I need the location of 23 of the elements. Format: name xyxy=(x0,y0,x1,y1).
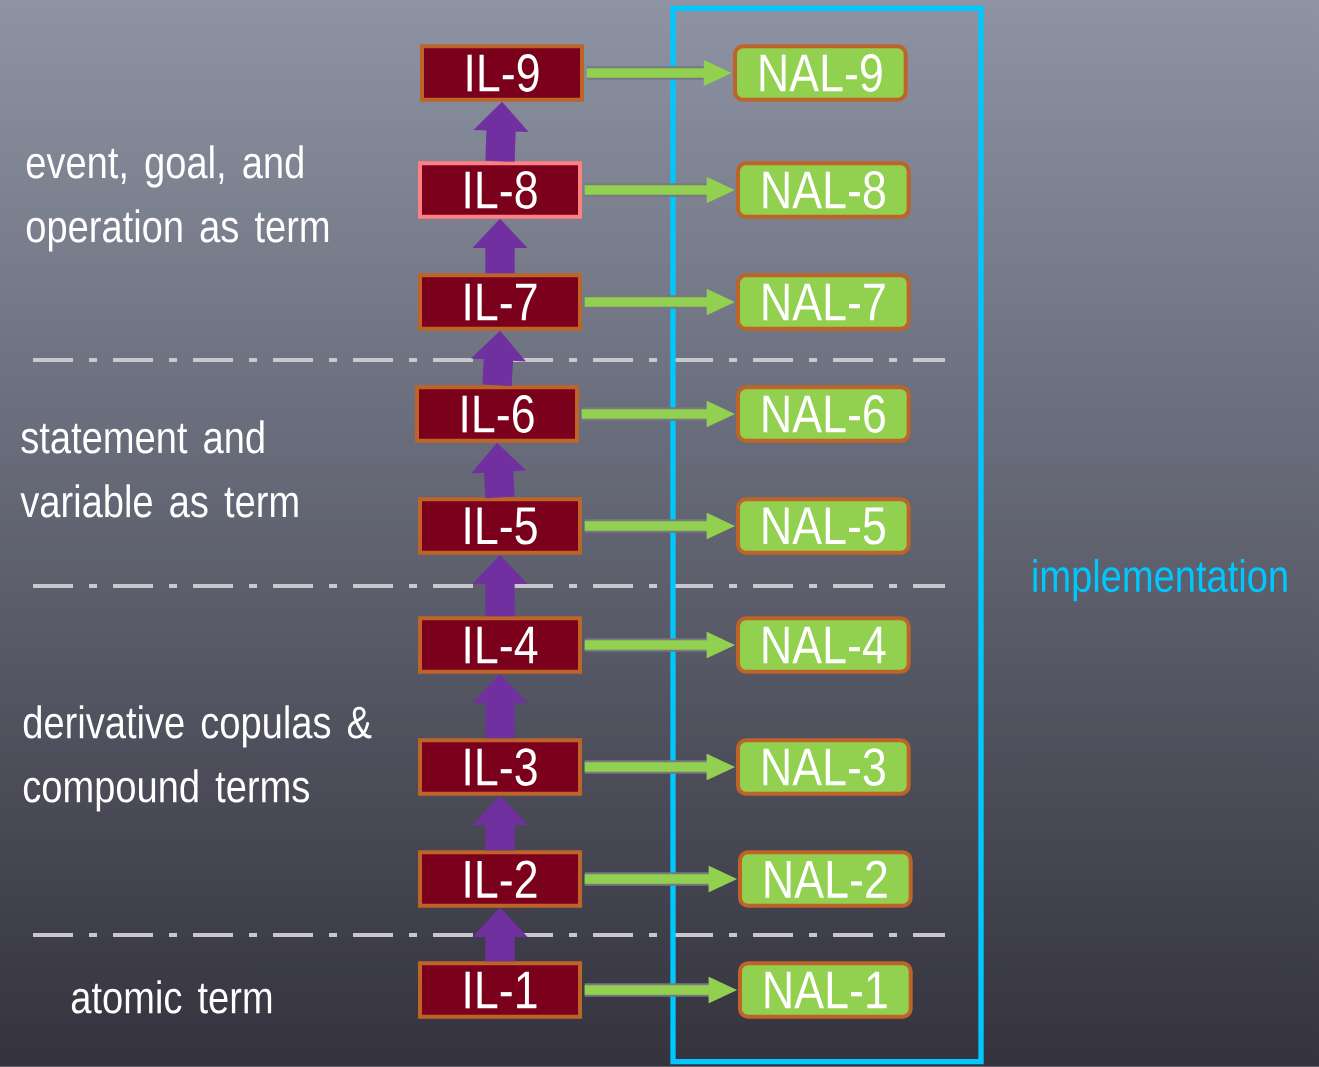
implementation-box: NAL-3 xyxy=(736,738,911,796)
group-label: statement and variable as term xyxy=(20,420,298,518)
level-box: IL-7 xyxy=(418,273,582,331)
level-box: IL-4 xyxy=(418,616,582,674)
level-box: IL-6 xyxy=(415,385,579,443)
level-box: IL-2 xyxy=(418,850,582,908)
node-label: implementation xyxy=(1033,558,1287,602)
implementation-box: NAL-9 xyxy=(733,44,908,102)
level-box: IL-8 xyxy=(418,161,582,219)
implementation-box: NAL-7 xyxy=(736,273,911,331)
implementation-box: NAL-1 xyxy=(738,961,913,1019)
group-label: atomic term xyxy=(71,980,272,1014)
level-box: IL-1 xyxy=(418,961,582,1019)
group-label: derivative copulas & compound terms xyxy=(23,705,372,812)
implementation-box: NAL-5 xyxy=(736,497,911,555)
level-box: IL-9 xyxy=(420,44,584,102)
implementation-box: NAL-8 xyxy=(736,161,911,219)
level-box: IL-5 xyxy=(418,497,582,555)
implementation-box: NAL-4 xyxy=(736,616,911,674)
implementation-box: NAL-6 xyxy=(736,385,911,443)
level-box: IL-3 xyxy=(418,738,582,796)
group-label: event, goal, and operation as term xyxy=(26,145,329,252)
implementation-box: NAL-2 xyxy=(738,850,913,908)
